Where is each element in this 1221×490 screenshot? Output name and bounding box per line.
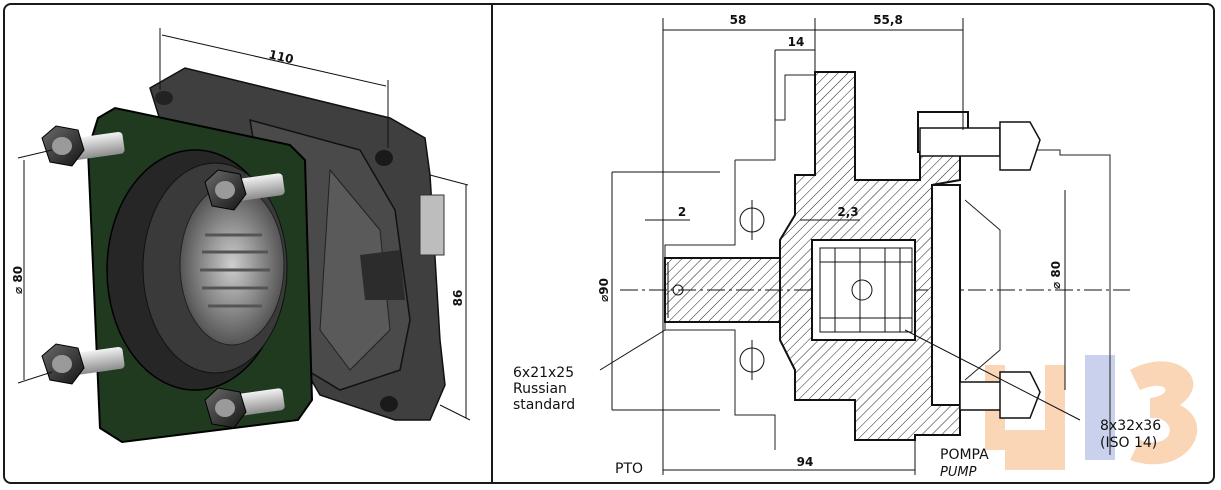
dim-2: 2 xyxy=(678,205,686,219)
label-pump: PUMP xyxy=(940,465,977,480)
internal-spline-right xyxy=(819,247,913,333)
section-dimension-lines xyxy=(599,18,1081,475)
bolt-bottom-right xyxy=(204,387,285,429)
spline-right-label-2: (ISO 14) xyxy=(1100,435,1157,451)
output-shaft xyxy=(419,194,445,256)
dim-55-8: 55,8 xyxy=(873,13,903,27)
bolt-holes xyxy=(739,200,765,380)
dim-diameter-90: ⌀90 xyxy=(597,278,611,302)
section-bolts xyxy=(919,121,1041,419)
dim-94: 94 xyxy=(797,455,814,469)
isometric-view: 110 ⌀ 80 86 xyxy=(11,28,471,444)
section-view: 58 55,8 14 2 2,3 ⌀90 ⌀ 80 94 6x21x25 Rus… xyxy=(513,13,1198,480)
mounting-bolts xyxy=(41,125,285,429)
bolt-bottom-left xyxy=(41,343,125,385)
front-flange xyxy=(86,106,314,444)
dim-diameter-80: ⌀ 80 xyxy=(11,266,25,294)
dim-58: 58 xyxy=(730,13,747,27)
dim-14: 14 xyxy=(788,35,805,49)
dim-height-86: 86 xyxy=(451,290,465,307)
shaft-left-end xyxy=(667,262,684,318)
internal-splines xyxy=(200,233,270,308)
bolt-top-left xyxy=(41,125,125,167)
iso-dimension-lines xyxy=(17,28,471,421)
panel-divider xyxy=(491,4,493,484)
spline-right-label-1: 8x32x36 xyxy=(1100,418,1161,434)
spline-left-label-2: Russian xyxy=(513,381,567,397)
label-pto: PTO xyxy=(615,461,643,477)
label-pompa: POMPA xyxy=(940,447,989,463)
drawing-frame xyxy=(3,3,1215,484)
dim-width-110: 110 xyxy=(267,47,295,66)
bolt-top-right xyxy=(204,169,285,211)
spline-left-label-1: 6x21x25 xyxy=(513,365,574,381)
section-body xyxy=(664,71,969,441)
dim-2-3: 2,3 xyxy=(837,205,858,219)
dim-diameter-80: ⌀ 80 xyxy=(1049,261,1063,289)
spline-left-label-3: standard xyxy=(513,397,575,413)
